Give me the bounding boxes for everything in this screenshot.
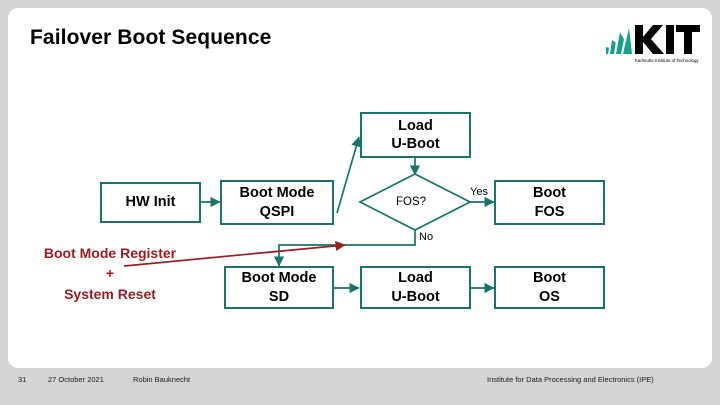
node-boot-fos[interactable]: Boot FOS [494, 180, 605, 225]
node-hw-init-line1: HW Init [125, 194, 176, 211]
kit-logo-wordmark [635, 25, 700, 54]
node-boot-mode-sd-line1: Boot Mode [241, 270, 317, 287]
kit-logo-fan [606, 28, 632, 54]
node-boot-os-line2: OS [539, 288, 560, 305]
node-hw-init[interactable]: HW Init [100, 182, 201, 223]
node-load-uboot-top[interactable]: Load U-Boot [360, 112, 471, 158]
node-load-uboot-bottom-line2: U-Boot [391, 288, 440, 305]
page-title: Failover Boot Sequence [30, 26, 272, 49]
node-boot-mode-sd-line2: SD [268, 288, 290, 305]
kit-logo-subtitle: Karlsruhe Institute of Technology [635, 58, 699, 63]
footer-institute: Institute for Data Processing and Electr… [487, 375, 654, 384]
edge-label-no: No [419, 231, 434, 243]
node-boot-fos-line2: FOS [534, 203, 565, 220]
footer-date: 27 October 2021 [48, 375, 104, 384]
node-boot-fos-line1: Boot [532, 185, 566, 202]
footer-author: Robin Bauknecht [133, 375, 191, 384]
kit-logo: Karlsruhe Institute of Technology [604, 20, 700, 66]
node-boot-os-line1: Boot [532, 270, 566, 287]
node-load-uboot-top-line2: U-Boot [391, 136, 440, 152]
node-load-uboot-top-line1: Load [398, 117, 433, 134]
node-boot-mode-qspi-line2: QSPI [259, 203, 295, 220]
annotation-boot-mode-register: Boot Mode Register + System Reset [14, 243, 206, 304]
edge-label-yes: Yes [470, 186, 488, 198]
node-fos-decision-label: FOS? [396, 196, 427, 208]
annotation-line3: System Reset [64, 285, 156, 302]
slide-footer: 31 27 October 2021 Robin Bauknecht Insti… [0, 375, 720, 395]
annotation-line2: + [105, 265, 115, 282]
node-load-uboot-bottom[interactable]: Load U-Boot [360, 266, 471, 309]
node-boot-os[interactable]: Boot OS [494, 266, 605, 309]
node-boot-mode-qspi-line1: Boot Mode [239, 185, 315, 202]
node-load-uboot-bottom-line1: Load [398, 270, 433, 287]
annotation-line1: Boot Mode Register [43, 245, 177, 261]
node-boot-mode-qspi[interactable]: Boot Mode QSPI [220, 180, 334, 225]
node-boot-mode-sd[interactable]: Boot Mode SD [224, 266, 334, 309]
footer-page-number: 31 [18, 375, 27, 384]
